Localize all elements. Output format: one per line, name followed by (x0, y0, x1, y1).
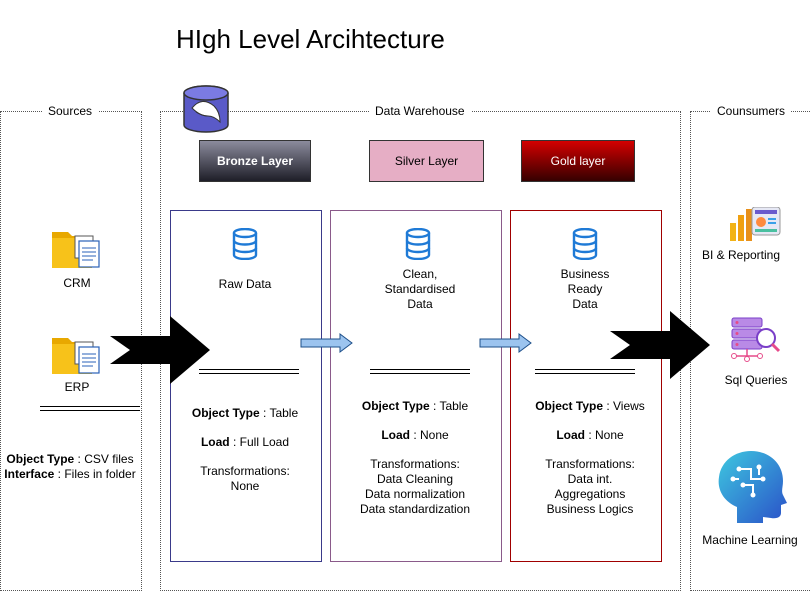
gold-transformations-label: Transformations: (545, 457, 635, 471)
object-type-value: : CSV files (74, 452, 134, 466)
sources-separator (40, 406, 140, 411)
bronze-layer-header: Bronze Layer (199, 140, 311, 182)
bronze-layer-panel (170, 210, 322, 562)
sources-details: Object Type : CSV files Interface : File… (0, 452, 140, 482)
object-type-value: : Table (429, 399, 469, 413)
machine-learning-icon (713, 447, 789, 525)
silver-to-gold-arrow (479, 333, 533, 353)
bi-reporting-label: BI & Reporting (701, 248, 781, 262)
data-warehouse-label: Data Warehouse (369, 104, 471, 118)
load-value: : Full Load (229, 435, 290, 449)
bronze-separator (199, 369, 299, 374)
silver-details: Object Type : Table Load : None Transfor… (330, 399, 500, 517)
bronze-to-silver-arrow (300, 333, 354, 353)
sql-queries-label: Sql Queries (724, 373, 788, 387)
object-type-key: Object Type (535, 399, 603, 413)
silver-layer-header: Silver Layer (369, 140, 484, 182)
load-value: : None (584, 428, 624, 442)
load-key: Load (200, 435, 230, 449)
object-type-value: : Table (259, 406, 299, 420)
silver-description: Clean, Standardised Data (330, 267, 510, 312)
bronze-transformation: None (230, 479, 260, 493)
gold-description-line: Business (560, 267, 610, 281)
bronze-description: Raw Data (218, 277, 272, 291)
gold-description: Business Ready Data (510, 267, 660, 312)
object-type-key: Object Type (191, 406, 260, 420)
silver-description-line: Standardised (384, 282, 456, 296)
object-type-value: : Views (603, 399, 645, 413)
sql-server-icon (730, 316, 782, 364)
crm-label: CRM (63, 276, 91, 290)
gold-transformation: Aggregations (554, 487, 626, 501)
gold-details: Object Type : Views Load : None Transfor… (510, 399, 670, 517)
bronze-database-icon (232, 228, 258, 260)
gold-layer-header: Gold layer (521, 140, 635, 182)
interface-key: Interface (4, 467, 55, 481)
silver-layer-panel (330, 210, 502, 562)
silver-description-line: Data (407, 297, 433, 311)
sources-label: Sources (42, 104, 99, 118)
gold-object-type: Object Type : Views (510, 399, 670, 414)
silver-transformation: Data normalization (364, 487, 466, 501)
crm-folder-icon (51, 228, 103, 270)
gold-layer-panel (510, 210, 662, 562)
gold-database-icon (572, 228, 598, 260)
bi-dashboard-icon (728, 207, 782, 243)
load-value: : None (409, 428, 449, 442)
silver-transformation: Data Cleaning (376, 472, 454, 486)
object-type-key: Object Type (361, 399, 430, 413)
bronze-transformations-label: Transformations: (200, 464, 290, 478)
silver-transformations-label: Transformations: (370, 457, 460, 471)
silver-load: Load : None (330, 428, 500, 443)
machine-learning-label: Machine Learning (702, 533, 798, 547)
interface-value: : Files in folder (54, 467, 136, 481)
gold-separator (535, 369, 635, 374)
gold-description-line: Ready (567, 282, 603, 296)
erp-label: ERP (64, 380, 90, 394)
bronze-object-type: Object Type : Table (170, 406, 320, 421)
warehouse-to-consumers-arrow (608, 309, 712, 381)
erp-folder-icon (51, 334, 103, 376)
sources-interface: Interface : Files in folder (0, 467, 140, 482)
diagram-title: HIgh Level Arcihtecture (176, 24, 445, 54)
gold-transformation: Data int. (567, 472, 613, 486)
sql-database-logo-icon (182, 84, 230, 134)
load-key: Load (381, 428, 410, 442)
gold-load: Load : None (510, 428, 670, 443)
sources-object-type: Object Type : CSV files (0, 452, 140, 467)
gold-transformation: Business Logics (546, 502, 634, 516)
silver-object-type: Object Type : Table (330, 399, 500, 414)
bronze-details: Object Type : Table Load : Full Load Tra… (170, 406, 320, 494)
bronze-load: Load : Full Load (170, 435, 320, 450)
consumers-label: Counsumers (711, 104, 792, 118)
object-type-key: Object Type (6, 452, 75, 466)
load-key: Load (556, 428, 585, 442)
silver-description-line: Clean, (402, 267, 438, 281)
sources-to-warehouse-arrow (108, 314, 212, 386)
silver-database-icon (405, 228, 431, 260)
silver-transformation: Data standardization (359, 502, 471, 516)
gold-description-line: Data (572, 297, 598, 311)
silver-separator (370, 369, 470, 374)
